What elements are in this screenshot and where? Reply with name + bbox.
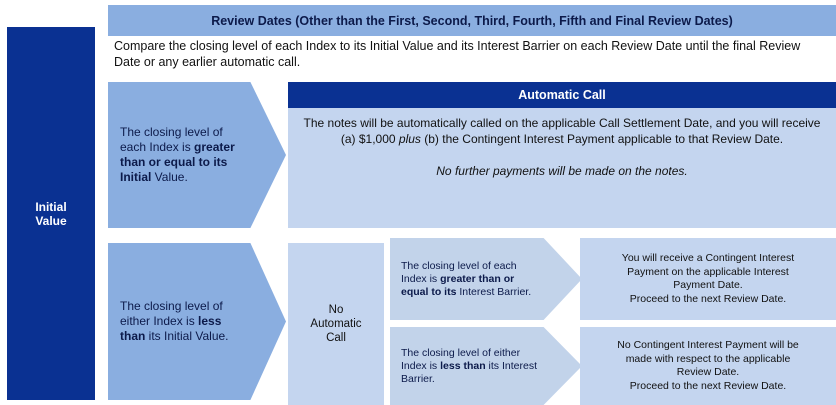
condition-arrow-greater-equal-interest-barrier: The closing level of each Index is great… xyxy=(390,238,582,320)
cond-ge-barrier-plain-2: Interest Barrier. xyxy=(456,285,532,298)
cond-ge-barrier-bold-1: greater than or equal to its xyxy=(401,272,515,298)
automatic-call-header: Automatic Call xyxy=(288,82,836,108)
no-automatic-call-line-2: Automatic xyxy=(310,318,362,330)
condition-arrow-greater-equal-initial-value: The closing level of each Index is great… xyxy=(108,82,286,228)
no-automatic-call-line-3: Call xyxy=(326,332,346,344)
outcome-no-coupon-line-3: Review Date. xyxy=(676,366,740,378)
cond-lt-initial-plain-1: The closing level of either Index is xyxy=(120,299,223,328)
automatic-call-body-italic: plus xyxy=(398,132,421,146)
no-automatic-call-line-1: No xyxy=(328,304,344,316)
review-dates-description-text: Compare the closing level of each Index … xyxy=(114,39,801,69)
cond-ge-initial-plain-1: The closing level of each Index is xyxy=(120,125,223,154)
initial-value-line-1: Initial xyxy=(35,199,67,214)
review-dates-description: Compare the closing level of each Index … xyxy=(114,38,830,76)
cond-ge-initial-bold-1: greater than or equal to its Initial xyxy=(120,140,235,184)
cond-ge-barrier-plain-1: The closing level of each Index is xyxy=(401,259,517,285)
condition-arrow-less-than-interest-barrier-text: The closing level of either Index is les… xyxy=(390,347,582,386)
condition-arrow-less-than-initial-value-text: The closing level of either Index is les… xyxy=(108,299,286,344)
outcome-no-contingent-interest: No Contingent Interest Payment will be m… xyxy=(580,327,836,405)
automatic-call-header-text: Automatic Call xyxy=(518,88,606,102)
automatic-call-body-note: No further payments will be made on the … xyxy=(436,164,688,178)
condition-arrow-less-than-interest-barrier: The closing level of either Index is les… xyxy=(390,327,582,405)
outcome-coupon-line-2: Payment on the applicable Interest xyxy=(627,265,789,278)
review-dates-title-bar: Review Dates (Other than the First, Seco… xyxy=(108,5,836,36)
automatic-call-body-part-2: (b) the Contingent Interest Payment appl… xyxy=(420,132,784,146)
automatic-call-body-paragraph-1: The notes will be automatically called o… xyxy=(298,115,826,147)
review-dates-title-text: Review Dates (Other than the First, Seco… xyxy=(211,13,733,28)
outcome-no-coupon-line-4: Proceed to the next Review Date. xyxy=(629,379,787,392)
automatic-call-body-part-1: The notes will be automatically called o… xyxy=(303,116,821,146)
condition-arrow-less-than-initial-value: The closing level of either Index is les… xyxy=(108,243,286,400)
cond-lt-barrier-plain-1: The closing level of either Index is xyxy=(401,346,521,372)
outcome-contingent-interest-paid: You will receive a Contingent Interest P… xyxy=(580,238,836,320)
outcome-no-coupon-line-2: made with respect to the applicable xyxy=(625,352,791,365)
condition-arrow-greater-equal-initial-value-text: The closing level of each Index is great… xyxy=(108,125,286,185)
outcome-coupon-line-4: Proceed to the next Review Date. xyxy=(629,292,787,305)
cond-ge-initial-plain-2: Value. xyxy=(151,170,188,184)
cond-lt-initial-bold-1: less than xyxy=(120,314,222,343)
automatic-call-body: The notes will be automatically called o… xyxy=(298,115,826,179)
cond-lt-barrier-bold-1: less than xyxy=(440,359,486,372)
no-automatic-call-panel: No Automatic Call xyxy=(288,243,384,405)
initial-value-line-2: Value xyxy=(35,213,67,228)
cond-lt-initial-plain-2: its Initial Value. xyxy=(145,329,229,343)
cond-lt-barrier-plain-2: its Interest Barrier. xyxy=(401,359,537,385)
condition-arrow-greater-equal-interest-barrier-text: The closing level of each Index is great… xyxy=(390,260,582,299)
outcome-coupon-line-3: Payment Date. xyxy=(673,279,743,291)
outcome-no-coupon-line-1: No Contingent Interest Payment will be xyxy=(617,339,799,351)
initial-value-bar: Initial Value xyxy=(7,27,95,400)
outcome-coupon-line-1: You will receive a Contingent Interest xyxy=(621,252,795,264)
